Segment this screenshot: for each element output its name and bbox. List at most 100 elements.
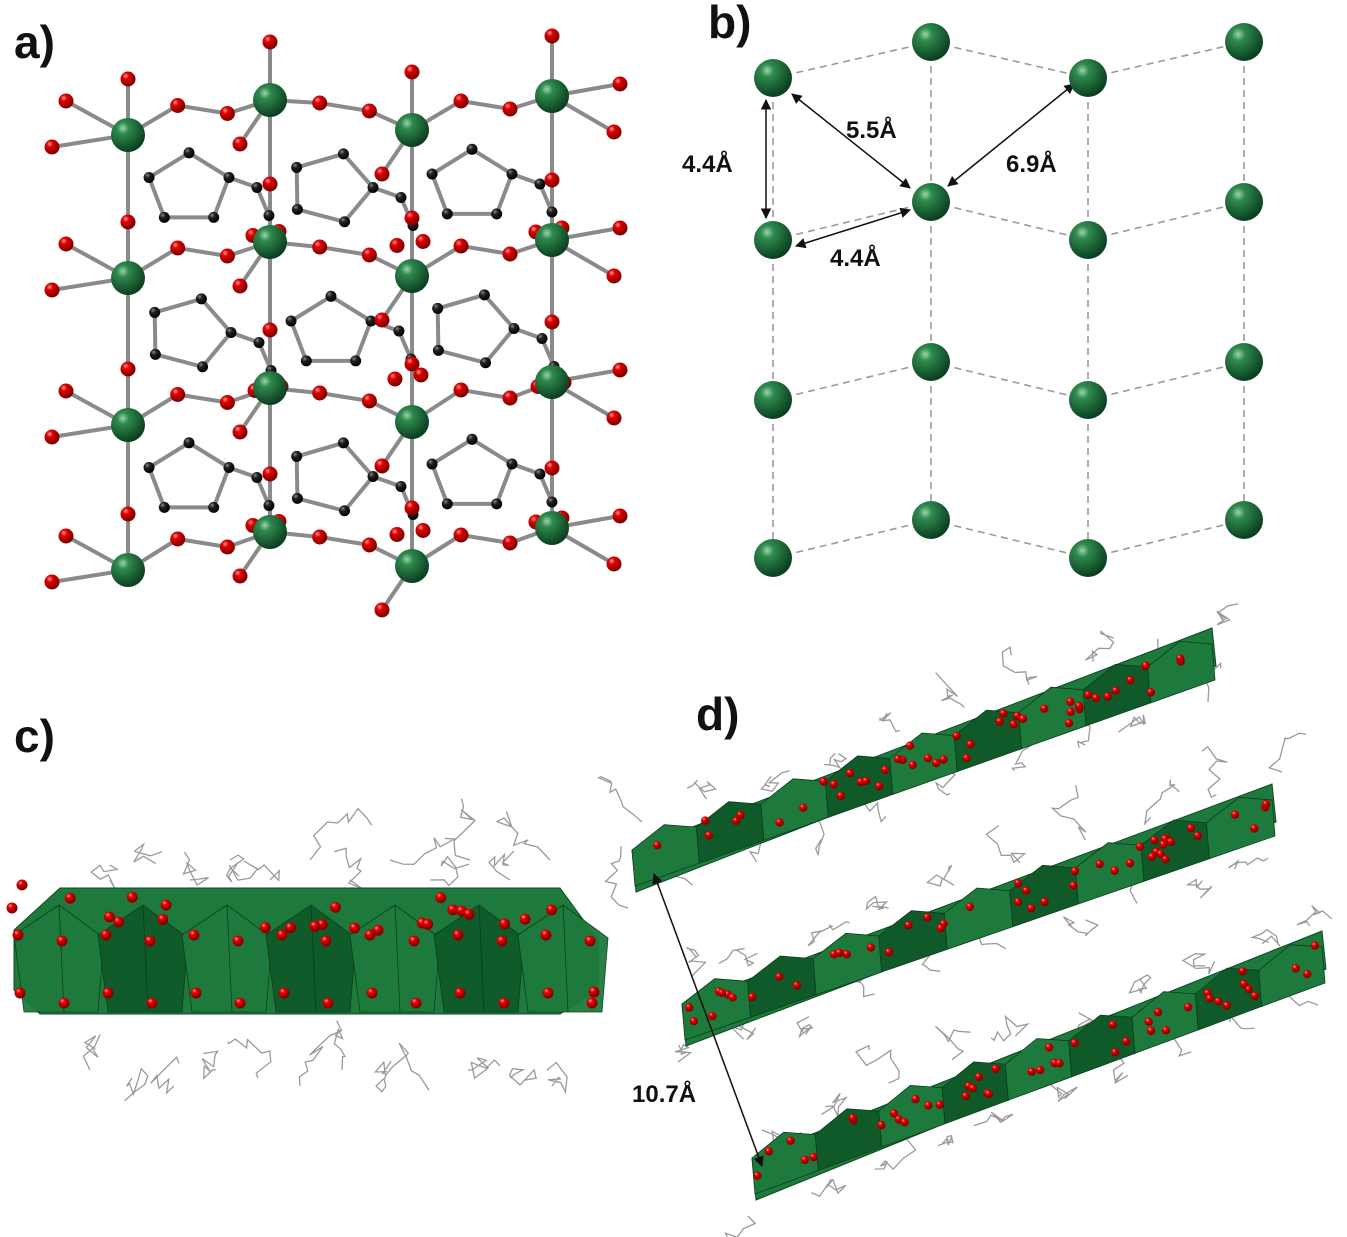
panel-c-ligand-wireframe: [82, 798, 568, 1102]
panel-label-c: c): [14, 710, 55, 762]
octahedron: [1009, 864, 1079, 928]
panel-label-a: a): [14, 16, 55, 68]
oxygen-atom: [16, 879, 28, 891]
oxygen-atom: [1230, 810, 1240, 819]
ligand-wire-top: [225, 854, 245, 883]
oxygen-atom: [809, 1152, 818, 1162]
ligand-wire-bottom: [82, 1034, 101, 1071]
oxygen-atom: [835, 948, 844, 957]
oxygen-atom: [544, 172, 560, 188]
carbon-atom: [466, 143, 478, 155]
ligand-wire: [874, 1137, 917, 1171]
lattice-line: [772, 201, 932, 241]
ligand-wire: [865, 895, 889, 911]
oxygen-atom: [911, 1094, 920, 1104]
oxygen-atom: [1009, 720, 1018, 729]
lattice-line: [930, 41, 1089, 79]
carbon-atom: [395, 480, 407, 492]
metal-atom: [111, 118, 145, 152]
oxygen-atom: [259, 922, 271, 934]
panel-a-atoms: [44, 28, 628, 618]
carbon-ring: [429, 146, 515, 216]
oxygen-atom: [1214, 997, 1223, 1006]
carbon-atom: [223, 171, 235, 183]
oxygen-atom: [701, 816, 710, 825]
lattice-line: [930, 361, 1089, 401]
oxygen-atom: [144, 935, 156, 947]
metal-atom: [253, 225, 287, 259]
ligand-wire: [1084, 630, 1115, 662]
ligand-wire: [1181, 953, 1216, 975]
carbon-atom: [534, 468, 546, 480]
oxygen-atom: [389, 237, 405, 253]
oxygen-atom: [653, 841, 662, 850]
lattice-line: [1087, 201, 1245, 241]
oxygen-atom: [415, 233, 431, 249]
oxygen-atom: [952, 731, 961, 741]
ligand-wire-top: [228, 860, 281, 882]
oxygen-atom: [546, 904, 557, 916]
panel-a-carbon-rings: [146, 146, 556, 516]
ligand-wire-top: [90, 864, 120, 889]
oxygen-atom: [866, 943, 876, 952]
carbon-atom: [508, 322, 520, 334]
lattice-line: [772, 361, 932, 401]
carbon-atom: [149, 348, 161, 360]
oxygen-atom: [374, 166, 390, 182]
bond: [317, 535, 372, 547]
octahedron: [878, 1084, 946, 1148]
carbon-atom: [546, 206, 558, 218]
carbon-atom: [466, 433, 478, 445]
ligand-wire: [1216, 603, 1239, 626]
oxygen-atom: [905, 741, 915, 750]
oxygen-atom: [588, 986, 600, 998]
oxygen-atom: [1091, 693, 1101, 703]
ligand-wire-bottom: [333, 1020, 346, 1071]
oxygen-atom: [232, 568, 248, 584]
carbon-ring: [435, 292, 517, 366]
oxygen-atom: [120, 361, 136, 377]
oxygen-atom: [1205, 994, 1214, 1003]
carbon-atom: [183, 437, 195, 449]
oxygen-atom: [1074, 701, 1084, 711]
carbon-atom: [491, 208, 503, 220]
octahedron: [953, 709, 1023, 773]
oxygen-atom: [764, 1147, 773, 1156]
oxygen-atom: [58, 93, 74, 109]
oxygen-atom: [322, 997, 334, 1009]
oxygen-atom: [232, 935, 244, 947]
oxygen-atom: [190, 987, 202, 999]
oxygen-atom: [447, 904, 459, 916]
oxygen-atom: [1122, 1037, 1131, 1046]
oxygen-atom: [961, 1091, 970, 1101]
octahedron: [760, 778, 829, 841]
metal-atom: [395, 405, 429, 439]
oxygen-atom: [685, 1003, 694, 1012]
oxygen-atom: [453, 382, 469, 398]
carbon-atom: [339, 216, 351, 228]
octahedron: [1147, 640, 1216, 704]
oxygen-atom: [689, 1017, 698, 1026]
carbon-atom: [225, 326, 237, 338]
oxygen-atom: [1303, 969, 1312, 979]
oxygen-atom: [120, 506, 136, 522]
distance-label-4-4-vertical: 4.4Å: [682, 150, 733, 178]
ligand-wire: [807, 921, 850, 947]
oxygen-atom: [984, 1089, 993, 1099]
oxygen-atom: [113, 916, 125, 928]
carbon-ring: [146, 440, 232, 510]
lattice-line: [1087, 361, 1245, 401]
ligand-wire: [1296, 905, 1333, 927]
ligand-wire-bottom: [150, 1056, 180, 1096]
octahedron: [1074, 842, 1145, 905]
oxygen-atom: [991, 1064, 1000, 1074]
oxygen-atom: [1146, 1026, 1156, 1036]
oxygen-atom: [966, 740, 975, 749]
oxygen-atom: [170, 98, 186, 113]
carbon-atom: [251, 471, 263, 483]
oxygen-atom: [1095, 859, 1104, 869]
oxygen-atom: [103, 911, 115, 923]
octahedron: [181, 904, 273, 1013]
metal-atom: [535, 223, 569, 257]
oxygen-atom: [120, 71, 136, 87]
